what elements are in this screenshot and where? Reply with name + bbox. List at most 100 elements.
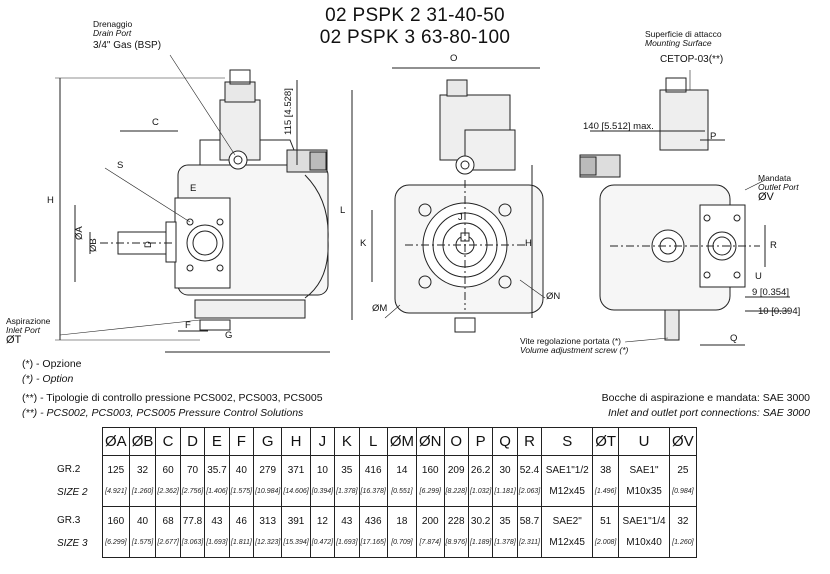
cell-value-mm: 313 [259,516,277,527]
table-cell: 40[1.575] [128,506,157,558]
table-cell: SAE1"M10x35 [618,455,671,507]
dim-H: H [47,195,54,206]
cell-value-mm: 43 [211,516,223,527]
dim-N: ØN [546,291,561,302]
dim-D: D [143,241,154,248]
cell-value-inch: [17.165] [360,539,386,546]
note-option-en: (*) - Option [22,373,74,385]
cell-thread: M12x45 [549,486,585,497]
table-cell: 70[2.756] [179,455,206,507]
cell-thread: M10x40 [626,537,662,548]
cell-value-inch: [1.260] [672,539,694,546]
table-header: E [204,427,230,456]
cell-value-mm: 26.2 [470,465,491,476]
cell-value-mm: 391 [287,516,305,527]
table-cell: 52.4[2.063] [516,455,543,507]
cell-value-mm: 60 [162,465,174,476]
cell-value-inch: [1.496] [594,488,617,495]
table-header: S [541,427,594,456]
mounting-surface-spec: CETOP-03(**) [660,54,724,65]
cell-value-inch: [1.575] [230,488,253,495]
table-cell: 35.7[1.406] [204,455,230,507]
cell-value-inch: [1.378] [336,488,358,495]
cell-value-mm: 416 [364,465,382,476]
cell-value-mm: 38 [600,465,612,476]
dim-C: C [152,117,159,128]
table-cell: 43[1.693] [334,506,360,558]
cell-value-mm: 125 [107,465,125,476]
drain-port-label-en: Drain Port [93,28,132,38]
cell-value-inch: [3.063] [181,539,204,546]
cell-value-inch: [16.378] [360,488,386,495]
table-cell: 371[14.606] [281,455,311,507]
cell-value-mm: 32 [677,516,689,527]
table-header: C [155,427,181,456]
table-header: K [334,427,360,456]
dim-O: O [450,53,458,64]
cell-value-inch: [2.311] [519,539,540,546]
table-cell: 12[0.472] [309,506,336,558]
table-header: ØB [128,427,157,456]
cell-value-mm: 279 [259,465,277,476]
table-header: G [253,427,283,456]
table-cell: 35[1.378] [334,455,360,507]
table-header: ØA [102,427,130,456]
table-cell: 436[17.165] [358,506,388,558]
table-cell: 77.8[3.063] [179,506,206,558]
cell-value-mm: 209 [447,465,465,476]
table-cell: 160[6.299] [416,455,445,507]
table-header: O [443,427,469,456]
table-cell: 38 [1.496] [592,455,620,507]
row-group-label: GR.3 [57,515,81,526]
pump-technical-drawing [55,54,790,353]
table-cell: 200[7.874] [416,506,445,558]
outlet-port-label-en: Outlet Port [758,182,799,192]
table-cell: SAE2"M12x45 [541,506,594,558]
inlet-port-label-it: Aspirazione [6,316,51,326]
cell-value-inch: [1.378] [494,539,516,546]
cell-value-mm: 14 [396,465,408,476]
table-cell: 30.2[1.189] [467,506,494,558]
table-header: H [281,427,311,456]
table-cell: 58.7[2.311] [516,506,543,558]
table-header: F [228,427,255,456]
rear-view [579,70,790,346]
dim-G: G [225,330,233,341]
cell-thread: M12x45 [549,537,585,548]
dim-115: 115 [4.528] [283,88,294,135]
cell-value-mm: 46 [235,516,247,527]
table-cell: 228[8.976] [443,506,469,558]
dim-U: U [755,271,762,282]
outlet-port-label-it: Mandata [758,173,792,183]
note-ports-en: Inlet and outlet port connections: SAE 3… [608,407,810,419]
cell-value-inch: [1.260] [131,488,154,495]
note-pcs-en: (**) - PCS002, PCS003, PCS005 Pressure C… [22,407,304,419]
table-header: Q [492,427,518,456]
dim-P: P [710,131,717,142]
row-size-label: SIZE 2 [57,487,88,498]
table-header: ØN [416,427,445,456]
dim-J: J [458,212,463,223]
row-size-label: SIZE 3 [57,538,88,549]
cell-value-mm: 30.2 [470,516,491,527]
cell-value-inch: [0.472] [311,539,334,546]
cell-value-mm: 30 [499,465,511,476]
table-cell: 18[0.709] [386,506,418,558]
table-cell: 30[1.181] [492,455,518,507]
cell-value-mm: 70 [186,465,199,476]
table-cell: 125[4.921] [102,455,130,507]
dimensions-table: ØA ØB C D E F G H J K L ØM ØN O P Q R S … [56,427,697,558]
cell-value-inch: [10.984] [255,488,281,495]
cell-value-mm: 52.4 [519,465,540,476]
table-cell: 391 [15.394] [281,506,311,558]
cell-value-mm: SAE1"1/4 [622,516,666,527]
cell-value-inch: [15.394] [283,539,309,546]
table-header: J [309,427,336,456]
side-view [55,54,330,353]
cell-value-inch: [0.984] [672,488,694,495]
adjust-screw-label-it: Vite regolazione portata (*) [520,336,621,346]
table-cell: 35[1.378] [492,506,518,558]
table-cell: 51[2.008] [592,506,620,558]
